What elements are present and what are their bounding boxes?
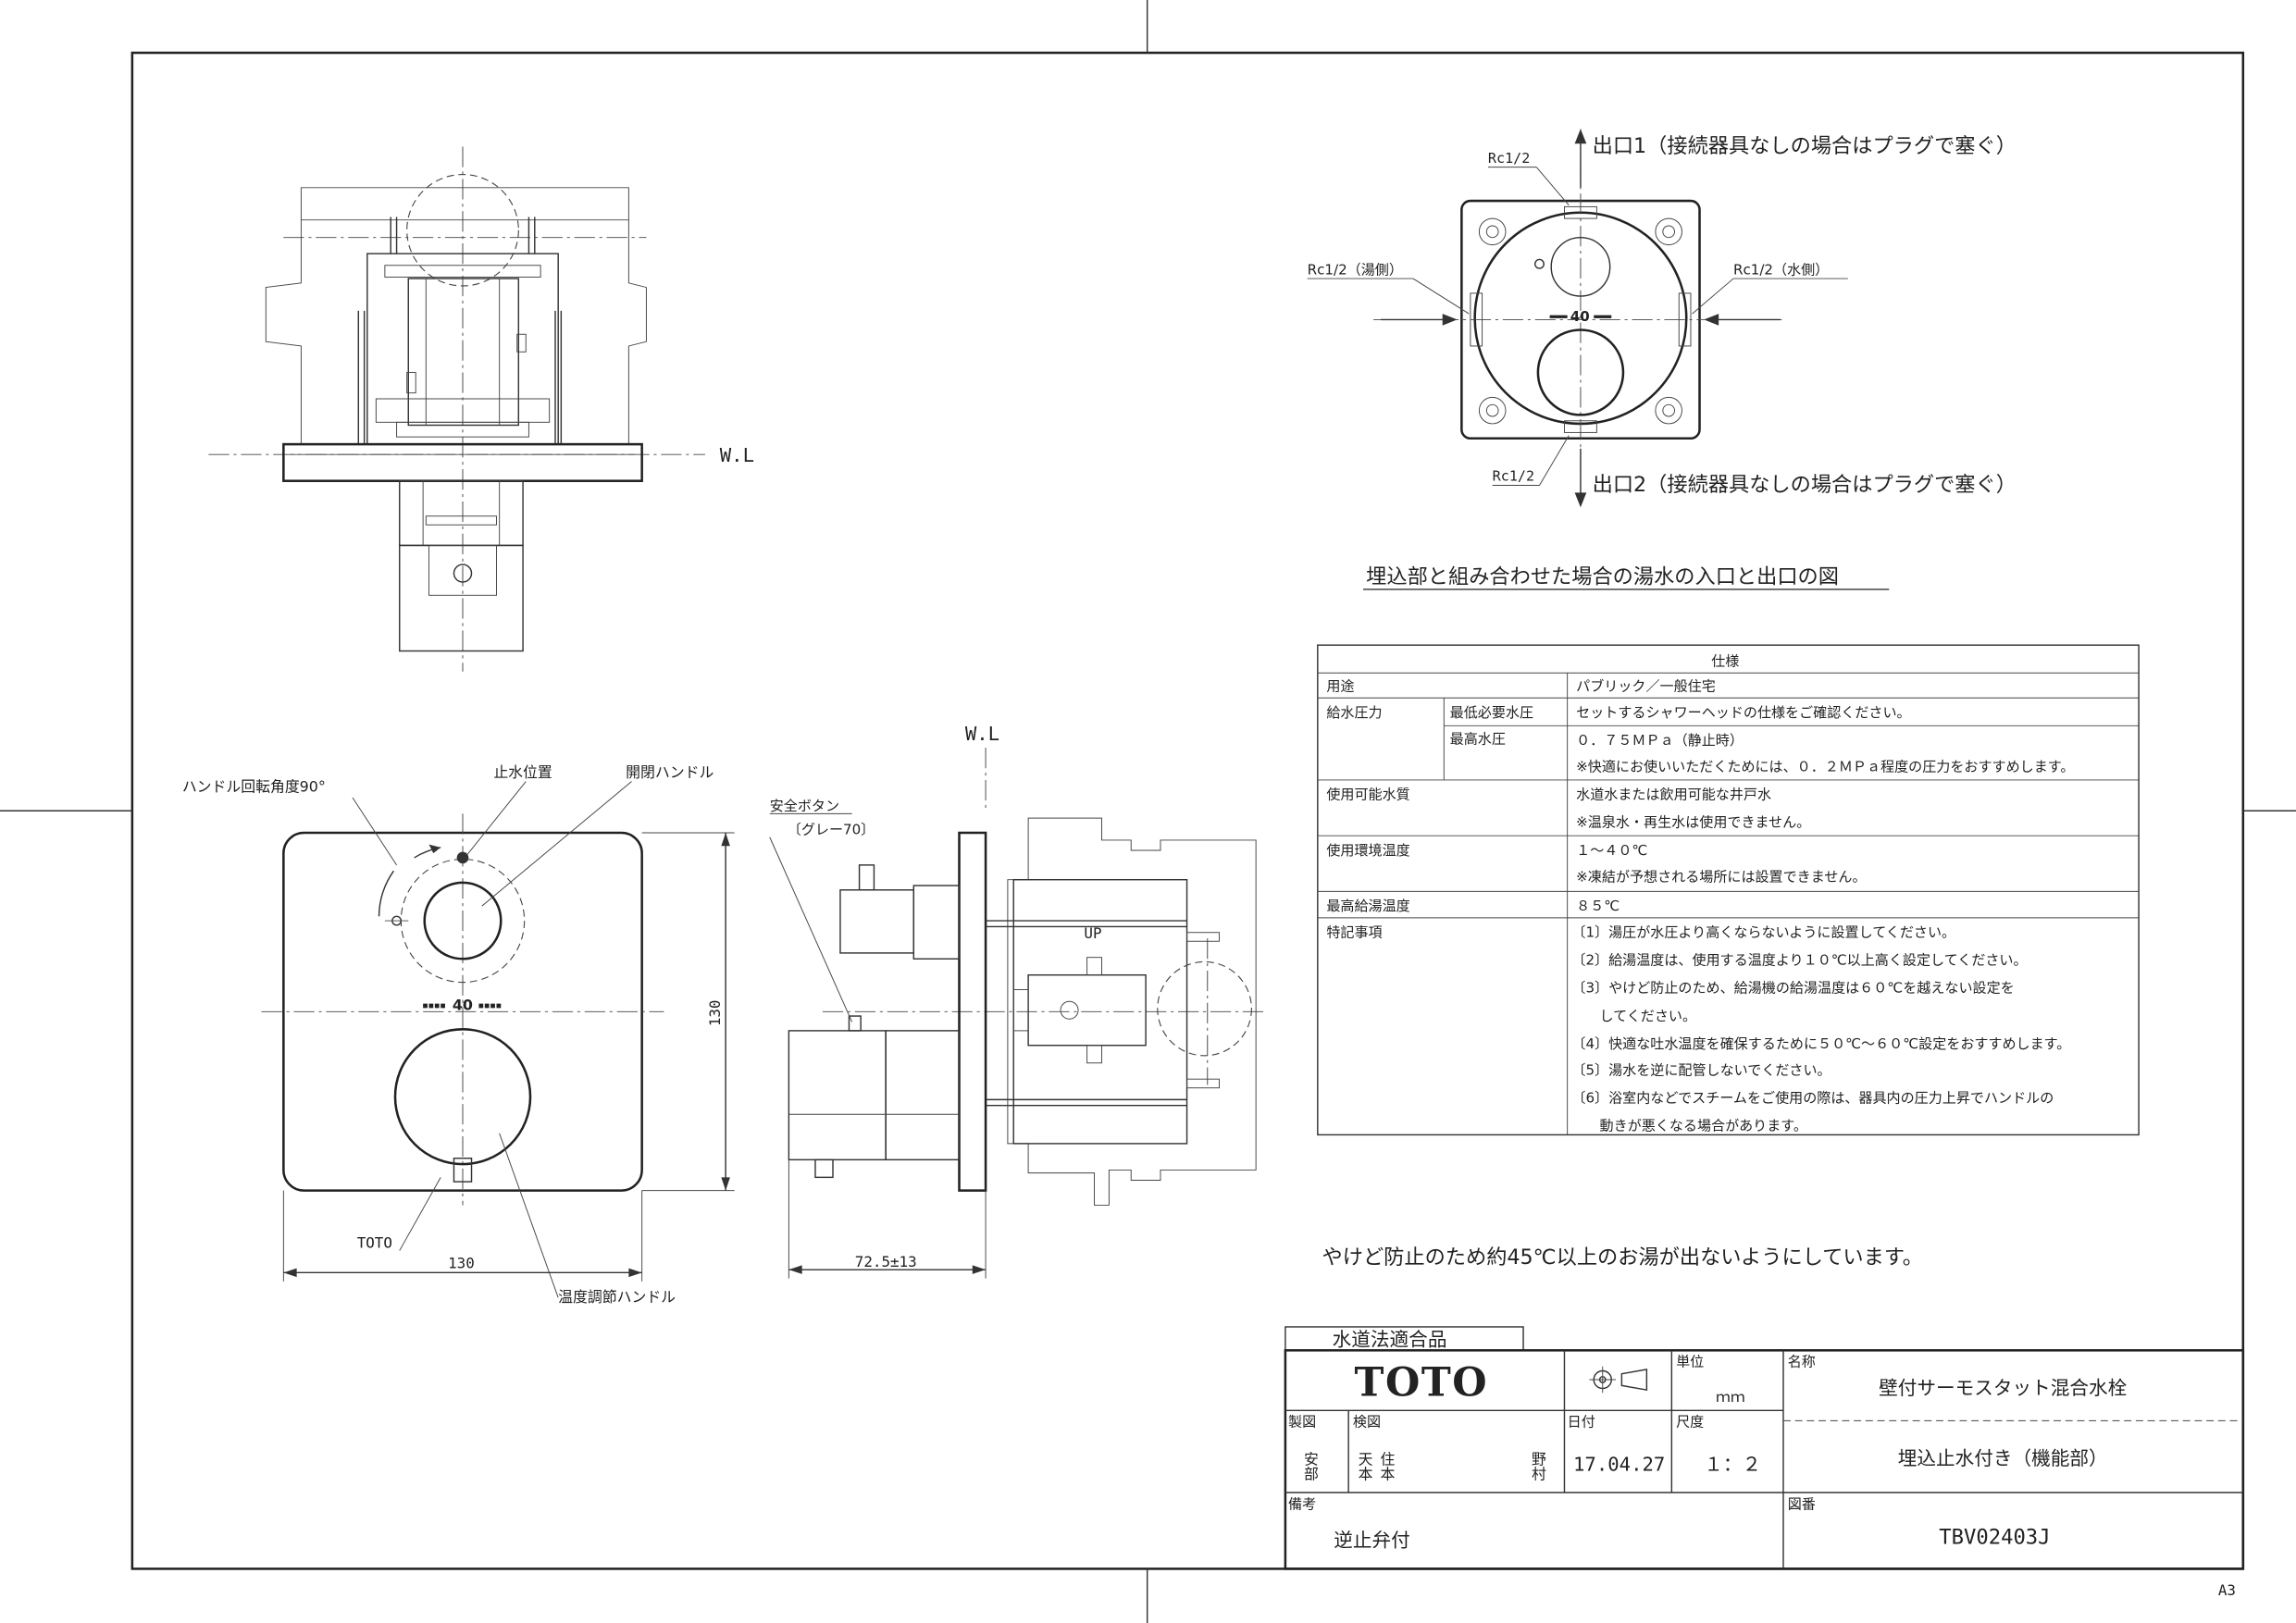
spec-line: １～４０℃ [1576, 842, 1647, 859]
spec-label: 給水圧力 [1326, 704, 1382, 721]
port-diagram-caption: 埋込部と組み合わせた場合の湯水の入口と出口の図 [1366, 565, 1839, 589]
approval-label: 水道法適合品 [1333, 1329, 1447, 1351]
spec-label: 使用環境温度 [1326, 842, 1409, 859]
product-name: 壁付サーモスタット混合水栓 [1879, 1377, 2127, 1399]
date-value: 17.04.27 [1573, 1453, 1665, 1475]
sheet-size-mark: A3 [2218, 1581, 2236, 1599]
spec-note-line: 〔3〕やけど防止のため、給湯機の給湯温度は６０℃を越えない設定を [1571, 980, 2014, 997]
third-angle-projection-icon [1589, 1366, 1648, 1394]
toto-logo: TOTO [1354, 1359, 1488, 1406]
drawing-no-label: 図番 [1788, 1495, 1816, 1512]
spec-line: ※快適にお使いいただくためには、０．２ＭＰａ程度の圧力をおすすめします。 [1576, 758, 2074, 774]
spec-note-line: 〔5〕湯水を逆に配管しないでください。 [1571, 1061, 1831, 1078]
unit-label: 単位 [1676, 1354, 1704, 1370]
face-dial-mark: 40 [453, 997, 473, 1014]
checked-by-3: 野村 [1529, 1452, 1546, 1481]
side-depth-dim: 72.5±13 [855, 1253, 917, 1270]
outlet2-size: Rc1/2 [1493, 468, 1534, 485]
spec-line: パブリック／一般住宅 [1576, 677, 1716, 694]
spec-line: ０．７５ＭＰａ（静止時） [1576, 732, 1744, 749]
side-wl-label: W.L [965, 723, 999, 745]
svg-text:UP: UP [1084, 924, 1101, 942]
spec-line: ※凍結が予想される場所には設置できません。 [1576, 868, 1866, 885]
toto-mark-label: TOTO [357, 1233, 392, 1251]
checked-by-2: 住本 [1378, 1452, 1396, 1481]
spec-title: 仕様 [1711, 652, 1739, 669]
date-label: 日付 [1568, 1414, 1595, 1431]
spec-note-line: 〔4〕快適な吐水温度を確保するために５０℃～６０℃設定をおすすめします。 [1571, 1035, 2070, 1052]
front-wl-label: W.L [720, 444, 754, 466]
port-diagram: 40 Rc1/2 出口1（接続器具なしの場合はプラグで塞ぐ） Rc1/2（湯側）… [1307, 129, 2017, 590]
spec-line: セットするシャワーヘッドの仕様をご確認ください。 [1576, 704, 1910, 721]
spec-note-line: 動きが悪くなる場合があります。 [1571, 1118, 1807, 1134]
side-view: UP 安全ボタン 〔グレー70〕 W.L 72.5±13 [769, 723, 1264, 1279]
spec-note-line: 〔2〕給湯温度は、使用する温度より１０℃以上高く設定してください。 [1571, 952, 2027, 969]
remarks-label: 備考 [1288, 1495, 1316, 1512]
face-width-dim: 130 [448, 1255, 475, 1272]
name-label: 名称 [1788, 1354, 1816, 1370]
temp-handle-label: 温度調節ハンドル [558, 1288, 676, 1306]
outlet2-label: 出口2（接続器具なしの場合はプラグで塞ぐ） [1593, 473, 2017, 497]
scale-label: 尺度 [1676, 1414, 1704, 1431]
drawn-label: 製図 [1288, 1414, 1316, 1431]
spec-label: 使用可能水質 [1326, 787, 1409, 803]
spec-label: 用途 [1326, 677, 1354, 694]
spec-note-line: 〔6〕浴室内などでスチームをご使用の際は、器具内の圧力上昇でハンドルの [1571, 1090, 2054, 1107]
face-height-dim: 130 [706, 1000, 724, 1027]
rotation-angle-label: ハンドル回転角度90° [182, 778, 326, 796]
safety-button-color: 〔グレー70〕 [788, 822, 875, 838]
outlet1-label: 出口1（接続器具なしの場合はプラグで塞ぐ） [1593, 134, 2017, 158]
spec-line: ※温泉水・再生水は使用できません。 [1576, 814, 1810, 831]
spec-table: 仕様 用途 パブリック／一般住宅 給水圧力 最低必要水圧 セットするシャワーヘッ… [1317, 644, 2140, 1136]
safety-note: やけど防止のため約45℃以上のお湯が出ないようにしています。 [1322, 1245, 1923, 1270]
drawing-number: TBV02403J [1939, 1525, 2050, 1549]
drawn-by: 安部 [1301, 1452, 1319, 1481]
open-close-handle-label: 開閉ハンドル [626, 763, 714, 781]
spec-sub-label: 最高水圧 [1450, 730, 1506, 747]
checked-label: 検図 [1353, 1414, 1381, 1431]
cold-inlet-label: Rc1/2（水側） [1733, 261, 1829, 278]
spec-note-line: 〔1〕湯圧が水圧より高くならないように設置してください。 [1571, 924, 1955, 941]
port-dial-mark: 40 [1570, 308, 1590, 325]
spec-line: 水道水または飲用可能な井戸水 [1576, 787, 1771, 803]
outlet1-size: Rc1/2 [1488, 150, 1530, 167]
spec-label: 最高給湯温度 [1326, 898, 1409, 914]
title-block: 水道法適合品 TOTO 単位 ｍｍ 名称 壁付サーモスタット混合水栓 埋込止水付… [1284, 1326, 2245, 1570]
stop-position-label: 止水位置 [493, 763, 552, 781]
safety-button-label: 安全ボタン [770, 798, 839, 814]
spec-label: 特記事項 [1326, 924, 1382, 941]
spec-line: ８５℃ [1576, 898, 1620, 914]
spec-note-line: してください。 [1571, 1008, 1696, 1024]
unit-value: ｍｍ [1716, 1388, 1745, 1406]
remarks-value: 逆止弁付 [1334, 1530, 1410, 1552]
face-view: 40 ハンドル回転角度90° 止水位置 開閉ハンドル TOTO 温度調節ハンドル… [182, 763, 735, 1306]
scale-value: １：２ [1704, 1453, 1761, 1475]
product-subtitle: 埋込止水付き（機能部） [1898, 1447, 2108, 1469]
front-view: W.L [208, 146, 754, 672]
checked-by-1: 天本 [1356, 1452, 1373, 1481]
hot-inlet-label: Rc1/2（湯側） [1308, 261, 1403, 278]
spec-sub-label: 最低必要水圧 [1450, 704, 1533, 721]
